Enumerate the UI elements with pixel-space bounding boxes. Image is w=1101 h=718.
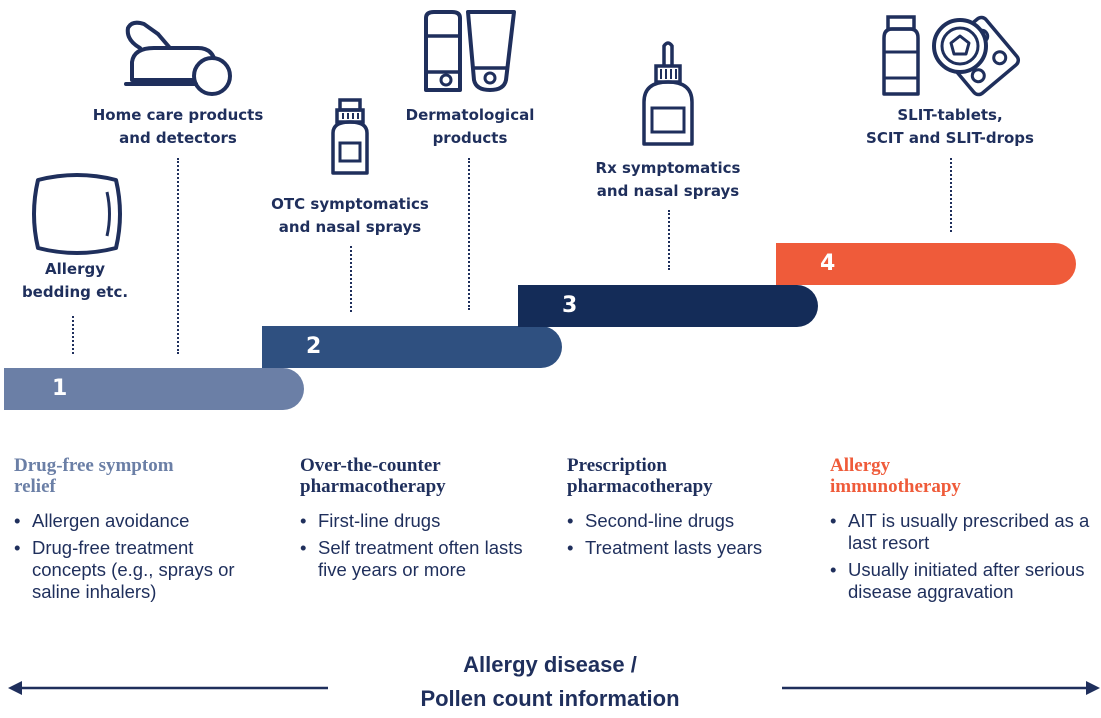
product-label-home-care: Home care products and detectors — [92, 106, 264, 147]
step-number-4: 4 — [820, 251, 836, 276]
blister-pack-icon — [932, 15, 1021, 97]
step-1-bullets: Allergen avoidance Drug-free treatment c… — [14, 510, 269, 608]
step-bar-3: 3 — [518, 285, 818, 327]
step-number-2: 2 — [306, 334, 322, 359]
list-item: Treatment lasts years — [567, 537, 807, 559]
spray-bottle-icon — [331, 98, 369, 175]
product-label-bedding: Allergy bedding etc. — [21, 260, 129, 301]
connector-bedding — [72, 316, 74, 354]
connector-dermatological — [468, 158, 470, 310]
step-bar-2: 2 — [262, 326, 562, 368]
connector-otc — [350, 246, 352, 312]
list-item: Allergen avoidance — [14, 510, 269, 532]
step-4-title: Allergy immunotherapy — [830, 455, 961, 497]
connector-slit — [950, 158, 952, 232]
list-item: First-line drugs — [300, 510, 550, 532]
step-2-title: Over-the-counter pharmacotherapy — [300, 455, 446, 497]
left-arrow-icon — [8, 681, 328, 695]
step-2-bullets: First-line drugs Self treatment often la… — [300, 510, 550, 586]
step-1-title: Drug-free symptom relief — [14, 455, 174, 497]
nasal-spray-icon — [642, 41, 694, 146]
bottom-caption-line-2: Pollen count information — [420, 686, 680, 711]
connector-home-care — [177, 158, 179, 354]
medicine-bottle-icon — [882, 15, 920, 96]
product-label-rx: Rx symptomatics and nasal sprays — [595, 159, 741, 200]
pillow-icon — [32, 173, 122, 255]
cream-tubes-icon — [424, 10, 516, 92]
product-label-slit: SLIT-tablets, SCIT and SLIT-drops — [866, 106, 1034, 147]
step-4-bullets: AIT is usually prescribed as a last reso… — [830, 510, 1095, 608]
list-item: AIT is usually prescribed as a last reso… — [830, 510, 1095, 554]
list-item: Usually initiated after serious disease … — [830, 559, 1095, 603]
step-bar-4: 4 — [776, 243, 1076, 285]
list-item: Self treatment often lasts five years or… — [300, 537, 550, 581]
product-label-dermatological: Dermatological products — [405, 106, 535, 147]
list-item: Drug-free treatment concepts (e.g., spra… — [14, 537, 269, 603]
bottom-caption-line-1: Allergy disease / — [463, 652, 637, 677]
product-label-otc: OTC symptomatics and nasal sprays — [271, 195, 429, 236]
step-number-3: 3 — [562, 293, 578, 318]
step-3-title: Prescription pharmacotherapy — [567, 455, 713, 497]
right-arrow-icon — [782, 681, 1100, 695]
connector-rx — [668, 210, 670, 270]
vacuum-cleaner-icon — [124, 20, 232, 96]
step-bar-1: 1 — [4, 368, 304, 410]
step-number-1: 1 — [52, 376, 68, 401]
step-3-bullets: Second-line drugs Treatment lasts years — [567, 510, 807, 564]
list-item: Second-line drugs — [567, 510, 807, 532]
